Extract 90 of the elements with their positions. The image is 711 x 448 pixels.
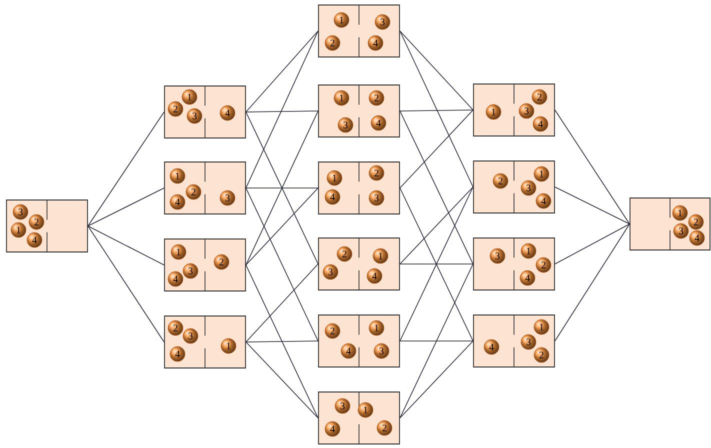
connector-line xyxy=(400,110,474,188)
numbered-ball: 4 xyxy=(536,193,552,209)
numbered-ball: 3 xyxy=(338,117,354,133)
numbered-ball: 2 xyxy=(492,173,508,189)
numbered-ball: 4 xyxy=(366,268,382,284)
numbered-ball: 3 xyxy=(518,103,534,119)
numbered-ball: 2 xyxy=(368,165,384,181)
numbered-ball: 2 xyxy=(534,347,550,363)
numbered-ball: 1 xyxy=(358,402,374,418)
numbered-ball: 3 xyxy=(220,190,236,206)
numbered-ball: 2 xyxy=(688,214,704,230)
connector-line xyxy=(554,224,630,342)
numbered-ball: 1 xyxy=(368,320,384,336)
numbered-ball: 1 xyxy=(672,205,688,221)
connector-line xyxy=(88,226,164,266)
numbered-ball: 1 xyxy=(486,104,502,120)
connector-line xyxy=(88,226,164,342)
numbered-ball: 1 xyxy=(372,248,388,264)
numbered-ball: 3 xyxy=(182,328,198,344)
connector-line xyxy=(246,30,318,188)
connector-line xyxy=(400,110,474,112)
connector-line xyxy=(246,340,318,342)
numbered-ball: 3 xyxy=(374,14,390,30)
connector-line xyxy=(400,264,474,418)
numbered-ball: 4 xyxy=(170,194,186,210)
numbered-ball: 3 xyxy=(673,223,689,239)
numbered-ball: 4 xyxy=(368,35,384,51)
connector-line xyxy=(246,30,318,112)
numbered-ball: 3 xyxy=(334,398,350,414)
numbered-ball: 2 xyxy=(186,184,202,200)
numbered-ball: 3 xyxy=(520,180,536,196)
numbered-ball: 3 xyxy=(182,263,198,279)
numbered-ball: 4 xyxy=(340,343,356,359)
numbered-ball: 2 xyxy=(324,35,340,51)
numbered-ball: 3 xyxy=(490,248,506,264)
connector-line xyxy=(400,30,474,188)
numbered-ball: 3 xyxy=(374,343,390,359)
connector-line xyxy=(554,224,630,264)
numbered-ball: 4 xyxy=(484,339,500,355)
numbered-ball: 3 xyxy=(322,264,338,280)
connector-line xyxy=(246,188,318,342)
numbered-ball: 2 xyxy=(336,246,352,262)
numbered-ball: 2 xyxy=(28,214,44,230)
numbered-ball: 4 xyxy=(324,189,340,205)
numbered-ball: 2 xyxy=(376,420,392,436)
numbered-ball: 1 xyxy=(334,90,350,106)
numbered-ball: 2 xyxy=(532,89,548,105)
numbered-ball: 4 xyxy=(324,421,340,437)
numbered-ball: 4 xyxy=(220,105,236,121)
connector-line xyxy=(246,188,318,266)
connector-line xyxy=(400,340,474,418)
numbered-ball: 1 xyxy=(10,222,26,238)
numbered-ball: 4 xyxy=(26,232,42,248)
connector-line xyxy=(88,188,164,226)
numbered-ball: 1 xyxy=(220,338,236,354)
numbered-ball: 1 xyxy=(534,166,550,182)
numbered-ball: 1 xyxy=(182,89,198,105)
connector-line xyxy=(88,112,164,226)
connector-line xyxy=(400,30,474,110)
connector-line xyxy=(400,340,474,342)
numbered-ball: 4 xyxy=(689,230,705,246)
connector-line xyxy=(400,110,474,264)
connector-line xyxy=(246,342,318,418)
numbered-ball: 4 xyxy=(520,270,536,286)
numbered-ball: 1 xyxy=(534,319,550,335)
connector-line xyxy=(246,264,318,418)
numbered-ball: 1 xyxy=(520,243,536,259)
connector-line xyxy=(246,110,318,112)
numbered-ball: 3 xyxy=(520,334,536,350)
numbered-ball: 2 xyxy=(214,254,230,270)
numbered-ball: 2 xyxy=(168,320,184,336)
numbered-ball: 2 xyxy=(324,323,340,339)
numbered-ball: 3 xyxy=(368,190,384,206)
connector-line xyxy=(246,264,318,342)
numbered-ball: 4 xyxy=(170,346,186,362)
connector-line xyxy=(554,186,630,224)
connector-line xyxy=(400,186,474,264)
numbered-ball: 3 xyxy=(12,204,28,220)
numbered-ball: 4 xyxy=(532,116,548,132)
numbered-ball: 4 xyxy=(168,271,184,287)
numbered-ball: 1 xyxy=(326,170,342,186)
numbered-ball: 2 xyxy=(368,90,384,106)
numbered-ball: 2 xyxy=(168,101,184,117)
numbered-ball: 2 xyxy=(536,257,552,273)
numbered-ball: 1 xyxy=(170,168,186,184)
connector-line xyxy=(554,110,630,224)
numbered-ball: 3 xyxy=(186,108,202,124)
numbered-ball: 1 xyxy=(334,12,350,28)
numbered-ball: 1 xyxy=(170,244,186,260)
numbered-ball: 4 xyxy=(370,115,386,131)
